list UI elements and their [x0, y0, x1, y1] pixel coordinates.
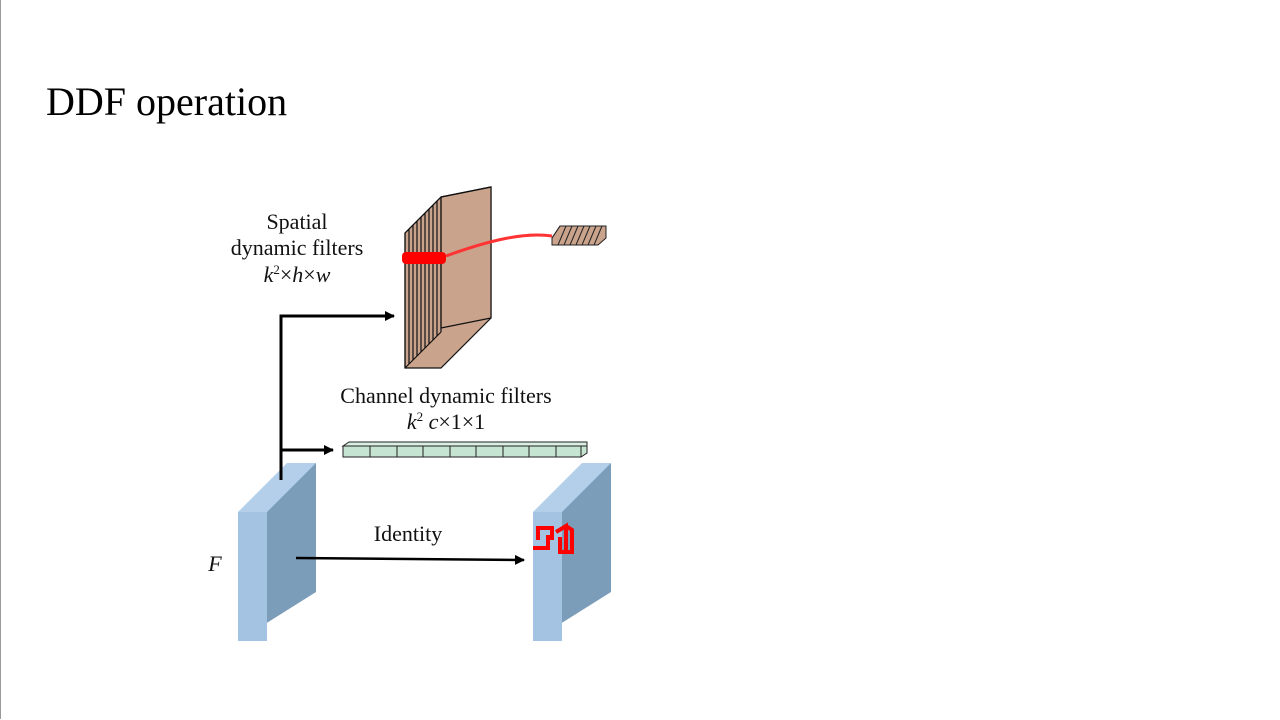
channel-filters-label: Channel dynamic filters k2 c×1×1: [322, 383, 570, 436]
extracted-filter: [551, 225, 607, 246]
spatial-filters-line2: dynamic filters: [230, 235, 364, 261]
channel-filters-dims: k2 c×1×1: [406, 409, 486, 435]
channel-filters-line1: Channel dynamic filters: [340, 383, 552, 408]
spatial-filters-line1: Spatial: [266, 209, 328, 234]
spatial-filter-stack: [404, 186, 492, 369]
input-feature-block: [238, 463, 316, 641]
spatial-filters-dims: k2×h×w: [263, 261, 331, 287]
output-highlight-window: [533, 522, 574, 554]
spatial-filters-label: Spatial dynamic filters k2×h×w: [218, 209, 376, 288]
identity-label: Identity: [373, 521, 443, 546]
slide-title: DDF operation: [46, 79, 288, 124]
branch-arrows: [279, 311, 395, 480]
input-feature-label: F: [208, 551, 222, 576]
channel-filter-bar: [341, 441, 588, 458]
spatial-highlight-row: [402, 233, 553, 264]
identity-arrow: [295, 554, 525, 565]
